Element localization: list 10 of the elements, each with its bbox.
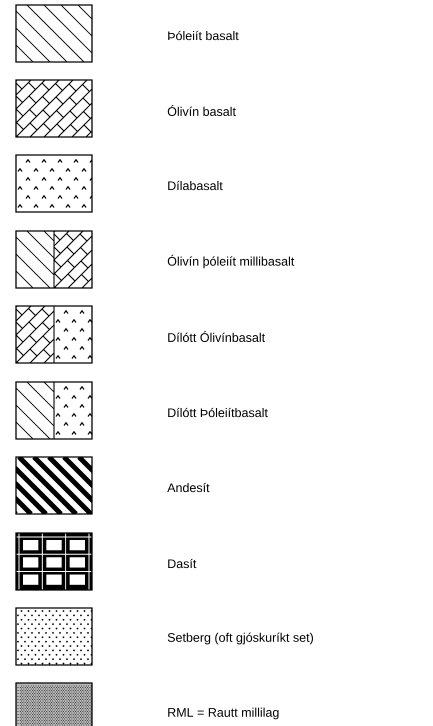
legend-label: Dílótt Ólivínbasalt bbox=[168, 331, 266, 342]
legend-label: Andesít bbox=[167, 482, 210, 492]
legend-label: Dasít bbox=[168, 558, 196, 568]
legend-label: Dílabasalt bbox=[168, 180, 223, 190]
legend-label: Ólivín basalt bbox=[168, 105, 236, 116]
legend-label: RML = Rautt millilag bbox=[168, 708, 279, 720]
legend-label: Ólivín þóleiít millibasalt bbox=[168, 254, 294, 268]
legend-label: Þóleiít basalt bbox=[168, 30, 239, 40]
legend-label: Setberg (oft gjóskuríkt set) bbox=[168, 632, 313, 644]
legend-label: Dílótt Þóleiítbasalt bbox=[168, 408, 268, 418]
